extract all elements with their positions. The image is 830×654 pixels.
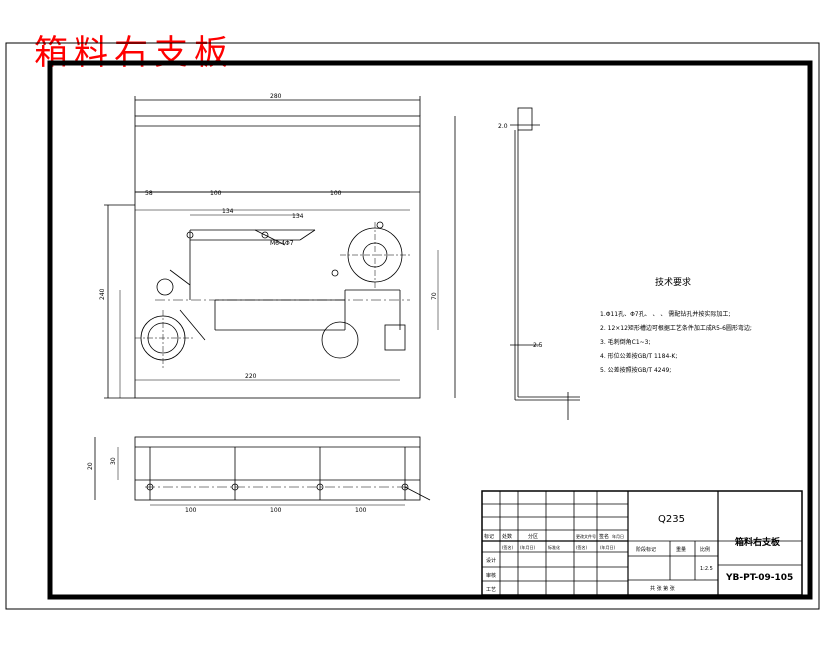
side-spacing-1-label: 100: [185, 507, 197, 514]
detail-top-label: 2.0: [498, 123, 508, 130]
tb-header-3: 更改文件号: [576, 533, 596, 539]
weight-label: 重量: [676, 546, 686, 553]
small-dim-label: 70: [431, 292, 438, 300]
top-dim-e-label: 134: [292, 213, 304, 220]
tb-sub-3: (签名): [576, 544, 588, 550]
drawing-number-label: YB-PT-09-105: [725, 573, 793, 583]
hole-callout-label: M6-4Φ7: [270, 240, 294, 247]
tb-header-5: 年月日: [612, 533, 624, 539]
tech-req-line-4: 4. 形位公差按GB/T 1184-K;: [600, 352, 677, 360]
tech-req-line-5: 5. 公差按照按GB/T 4249;: [600, 366, 671, 374]
scale-value-label: 1:2.5: [700, 566, 713, 572]
part-name-label: 箱料右支板: [735, 536, 781, 548]
material-label: Q235: [658, 514, 685, 525]
left-height-label: 240: [99, 288, 106, 300]
top-dim-d-label: 134: [222, 208, 234, 215]
side-spacing-2-label: 100: [270, 507, 282, 514]
tb-header-2: 分区: [528, 533, 538, 540]
tech-req-line-3: 3. 毛刺倒角C1~3;: [600, 338, 651, 346]
role-design: 设计: [486, 557, 496, 564]
top-dim-a-label: 58: [145, 190, 153, 197]
tb-sub-0: (签名): [502, 544, 514, 550]
top-dim-b-label: 100: [210, 190, 222, 197]
tech-requirements: 技术要求 1.Φ11孔、Φ7孔、 、 、 需配钻孔并按实际加工; 2. 12×1…: [600, 276, 752, 374]
role-process: 工艺: [486, 587, 496, 593]
tech-req-line-2: 2. 12×12矩形槽边可根据工艺条件加工成R5-6圆形弯边;: [600, 324, 752, 332]
profile-detail-labels: 2.0 2.5: [498, 123, 543, 349]
side-height-label: 20: [87, 462, 94, 470]
side-spacing-3-label: 100: [355, 507, 367, 514]
tb-header-4: 签名: [599, 533, 609, 540]
title-block: [481, 490, 803, 596]
tb-header-1: 处数: [502, 533, 512, 540]
outer-border: [5, 42, 820, 610]
top-dim-c-label: 100: [330, 190, 342, 197]
tech-req-title: 技术要求: [655, 276, 691, 288]
tb-sub-4: (年月日): [600, 544, 616, 550]
sheet-label: 共 张 第 张: [650, 585, 675, 592]
side-view-labels: 20 30 100 100 100: [87, 457, 367, 514]
stage-label: 阶段标记: [636, 546, 656, 553]
side-height-b-label: 30: [110, 457, 117, 465]
overall-width-label: 280: [270, 93, 282, 100]
bottom-dim-label: 220: [245, 373, 257, 380]
scale-label: 比例: [700, 546, 710, 553]
tb-header-0: 标记: [484, 533, 494, 540]
profile-detail: [510, 107, 580, 420]
tb-sub-1: (年月日): [520, 544, 536, 550]
detail-thickness-label: 2.5: [533, 342, 543, 349]
title-block-text: Q235 箱料右支板 YB-PT-09-105 1:2.5 标记 处数 分区 更…: [484, 514, 793, 593]
role-review: 审核: [486, 572, 496, 579]
inner-frame: [47, 60, 813, 600]
tb-sub-2: 标准化: [548, 544, 560, 550]
tech-req-line-1: 1.Φ11孔、Φ7孔、 、 、 需配钻孔并按实际加工;: [600, 310, 730, 318]
top-view-labels: 280 58 100 100 134 134 M6-4Φ7 240 70 220: [99, 93, 438, 380]
side-view: [94, 436, 431, 506]
top-view: [104, 96, 456, 399]
